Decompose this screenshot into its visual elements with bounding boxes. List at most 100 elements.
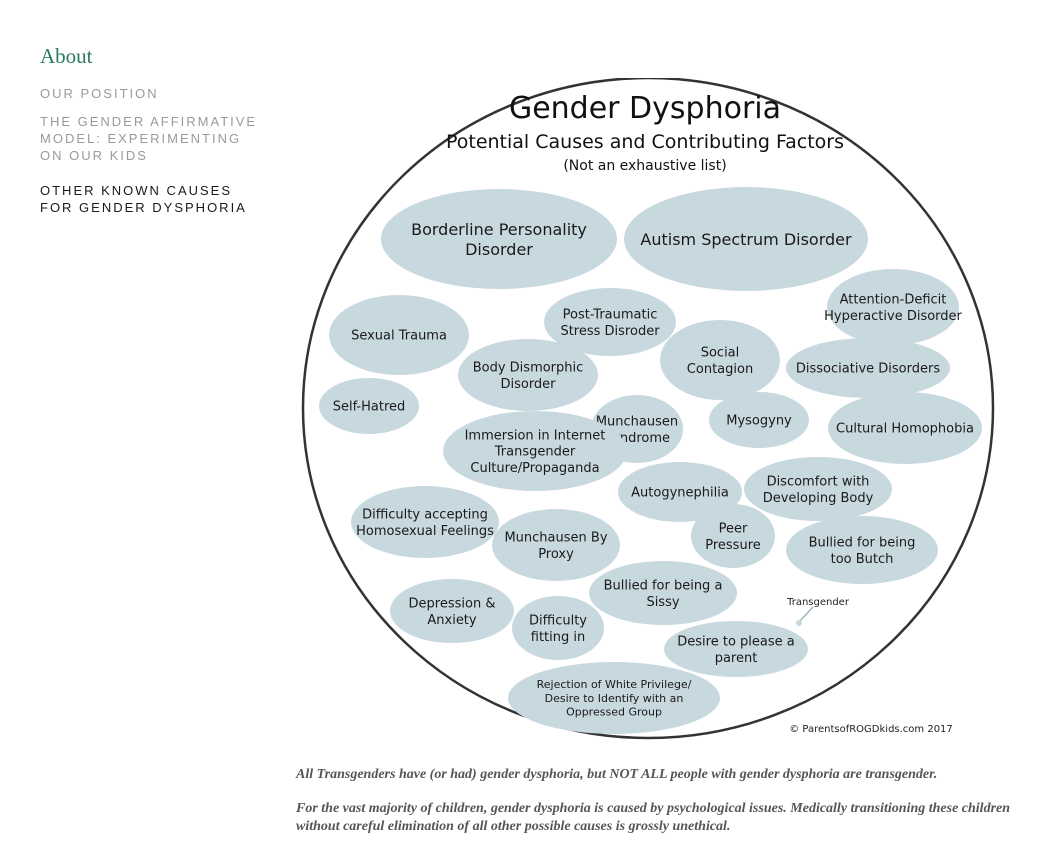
bubble-label: Desire to Identify with an (545, 692, 684, 705)
nav-item-other-known-causes[interactable]: OTHER KNOWN CAUSES FOR GENDER DYSPHORIA (40, 183, 247, 215)
bubble-label: Oppressed Group (566, 706, 662, 719)
bubble-shape (492, 509, 620, 581)
bubble-label: Bullied for being (809, 536, 916, 551)
bubble-label: Discomfort with (767, 475, 870, 490)
bubble-label: Disorder (500, 377, 556, 392)
bubble-label: Difficulty (529, 614, 587, 629)
bubble-label: Munchausen (596, 415, 678, 430)
bubble-label: Peer (719, 522, 748, 537)
sidebar: About OUR POSITION THE GENDER AFFIRMATIV… (40, 44, 260, 227)
bubble: Dissociative Disorders (786, 338, 950, 398)
bubble-shape (351, 486, 499, 558)
bubble-label: Attention-Deficit (840, 293, 947, 308)
bubble-shape (319, 378, 419, 434)
transgender-dot (796, 620, 802, 626)
bubble-label: Bullied for being a (604, 579, 723, 594)
bubble-label: Difficulty accepting (362, 508, 488, 523)
bubble-label: Transgender (494, 445, 576, 460)
bubble-label: Autism Spectrum Disorder (640, 230, 852, 249)
nav-item-gender-affirmative-model[interactable]: THE GENDER AFFIRMATIVE MODEL: EXPERIMENT… (40, 114, 258, 163)
diagram-subtitle: Potential Causes and Contributing Factor… (446, 131, 844, 153)
bubble-label: Culture/Propaganda (470, 461, 599, 476)
bubble-shape (709, 392, 809, 448)
transgender-label: Transgender (786, 597, 850, 608)
bubble-label: Autogynephilia (631, 486, 729, 501)
bubble-shape (458, 339, 598, 411)
bubble-label: Hyperactive Disorder (824, 309, 962, 324)
bubble-label: Developing Body (763, 491, 874, 506)
bubble: Cultural Homophobia (828, 392, 982, 464)
bubble-label: Pressure (705, 538, 761, 553)
bubble-shape (828, 392, 982, 464)
bubble-label: Rejection of White Privilege/ (537, 678, 692, 691)
bubble: Immersion in InternetTransgenderCulture/… (443, 411, 627, 491)
bubble-label: Dissociative Disorders (796, 362, 940, 377)
sidebar-title: About (40, 44, 93, 68)
diagram-svg: Gender Dysphoria Potential Causes and Co… (301, 78, 995, 740)
bubble: Autism Spectrum Disorder (624, 187, 868, 291)
bubble-label: fitting in (531, 630, 585, 645)
gender-dysphoria-diagram: Gender Dysphoria Potential Causes and Co… (298, 78, 998, 743)
bubble-label: Disorder (465, 240, 533, 259)
caption-psychological-issues: For the vast majority of children, gende… (296, 801, 1011, 834)
bubble-label: Social (701, 346, 740, 361)
bubble-shape (827, 269, 959, 345)
diagram-title: Gender Dysphoria (509, 91, 781, 126)
bubble-label: Depression & (409, 597, 496, 612)
bubble-shape (691, 504, 775, 568)
bubble-shape (786, 338, 950, 398)
bubble: Mysogyny (709, 392, 809, 448)
bubble-label: Borderline Personality (411, 220, 587, 239)
diagram-note: (Not an exhaustive list) (563, 158, 726, 174)
bubble: Rejection of White Privilege/Desire to I… (508, 662, 720, 734)
bubble-label: Sissy (646, 595, 679, 610)
bubble-label: Cultural Homophobia (836, 422, 974, 437)
bubble-label: Stress Disroder (560, 324, 660, 339)
bubble-shape (390, 579, 514, 643)
copyright-text: © ParentsofROGDkids.com 2017 (789, 724, 953, 735)
bubble-shape (589, 561, 737, 625)
bubble: Sexual Trauma (329, 295, 469, 375)
bubble-label: Desire to please a (677, 635, 794, 650)
bubble-shape (329, 295, 469, 375)
bubble-shape (618, 462, 742, 522)
bubble-shape (512, 596, 604, 660)
nav-item-our-position[interactable]: OUR POSITION (40, 86, 159, 101)
bubble-label: Mysogyny (726, 414, 792, 429)
bubble-shape (381, 189, 617, 289)
bubble: Autogynephilia (618, 462, 742, 522)
bubble-shape (664, 621, 808, 677)
bubble-shape (443, 411, 627, 491)
bubble-label: too Butch (831, 552, 894, 567)
caption-transgender-note: All Transgenders have (or had) gender dy… (296, 767, 938, 782)
bubble-shape (786, 516, 938, 584)
bubble-label: Self-Hatred (333, 400, 406, 415)
bubble-label: Post-Traumatic (563, 308, 658, 323)
bubble-label: Sexual Trauma (351, 329, 447, 344)
bubble: Self-Hatred (319, 378, 419, 434)
bubble-shape (660, 320, 780, 400)
bubble-shape (624, 187, 868, 291)
bubble-label: Immersion in Internet (465, 428, 606, 443)
bubble-shape (508, 662, 720, 734)
bubble-label: Body Dismorphic (473, 361, 584, 376)
bubble-label: Proxy (538, 547, 574, 562)
bubble-shape (544, 288, 676, 356)
transgender-pointer (798, 606, 814, 623)
bubble-label: Munchausen By (504, 531, 607, 546)
bubble-shape (744, 457, 892, 521)
bubble-label: Anxiety (427, 613, 477, 628)
